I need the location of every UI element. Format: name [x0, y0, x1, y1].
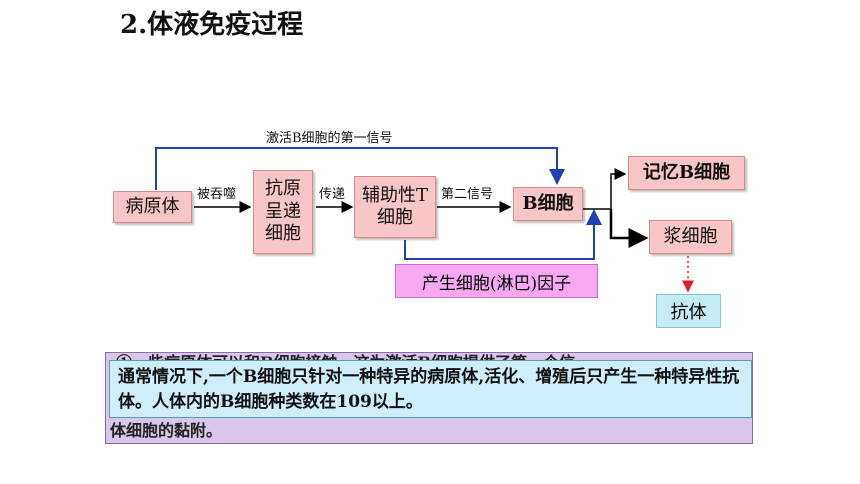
th-node: 辅助性T细胞	[354, 176, 436, 238]
pathogen-node: 病原体	[113, 191, 192, 223]
memory-b-cell-node: 记忆B细胞	[628, 156, 745, 190]
b-cell-node: B细胞	[513, 187, 583, 221]
to-plasma-arrow	[609, 209, 649, 248]
cytokine-arrow	[404, 209, 602, 260]
background-note-line3: 体细胞的黏附。	[110, 421, 223, 440]
apc-node: 抗原呈递细胞	[253, 170, 313, 254]
first-signal-arrow	[155, 147, 565, 190]
cytokine-box: 产生细胞(淋巴)因子	[395, 264, 598, 298]
foreground-note-box: 通常情况下,一个B细胞只针对一种特异的病原体,活化、增殖后只产生一种特异性抗体。…	[109, 360, 752, 418]
engulfed-label: 被吞噬	[197, 187, 237, 202]
page-title: 2.体液免疫过程	[120, 10, 304, 40]
first-signal-label: 激活B细胞的第一信号	[266, 131, 393, 146]
plasma-cell-node: 浆细胞	[649, 220, 732, 254]
antibody-node: 抗体	[656, 294, 721, 328]
transmit-label: 传递	[319, 187, 346, 202]
second-signal-label: 第二信号	[441, 187, 494, 202]
to-memory-arrow	[610, 168, 627, 209]
